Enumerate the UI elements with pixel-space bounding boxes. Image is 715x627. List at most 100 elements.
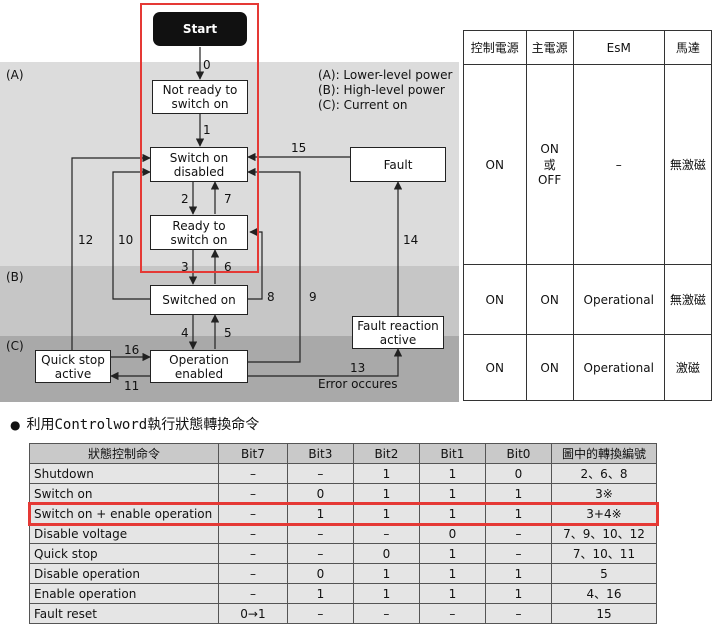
transition-label-7: 7 (224, 192, 232, 206)
table-cell: 無激磁 (663, 264, 713, 335)
table-cell: – (352, 603, 420, 624)
region-c-label: (C) (6, 339, 24, 353)
header-bit0: Bit0 (484, 443, 553, 464)
table-cell: ON (463, 334, 527, 401)
table-cell: 1 (418, 483, 486, 504)
transition-label-9: 9 (309, 290, 317, 304)
table-cell: – (286, 463, 354, 484)
transition-label-16: 16 (124, 343, 140, 357)
table-row: Disable operation – 0 1 1 1 5 (29, 563, 657, 584)
table-cell: – (218, 543, 288, 564)
table-row: Fault reset 0→1 – – – – 15 (29, 603, 657, 624)
header-control-power: 控制電源 (463, 30, 527, 65)
state-ready-to-switch-on: Ready to switch on (150, 215, 248, 250)
table-cell: – (572, 64, 665, 265)
table-cell: 1 (286, 583, 354, 604)
command-cell: Quick stop (29, 543, 219, 564)
table-row: ON ON 或 OFF – 無激磁 (463, 64, 713, 265)
transition-label-0: 0 (203, 58, 211, 72)
transition-label-3: 3 (181, 260, 189, 274)
state-switched-on-label: Switched on (162, 293, 236, 307)
transition-label-2: 2 (181, 192, 189, 206)
table-cell: 5 (551, 563, 657, 584)
header-bit3: Bit3 (286, 443, 354, 464)
table-cell: – (218, 463, 288, 484)
table-cell: 3+4※ (551, 503, 657, 524)
bullet-icon: ● (10, 418, 21, 432)
state-fault-reaction-active-label: Fault reaction active (357, 318, 439, 347)
transition-label-14: 14 (403, 233, 419, 247)
command-cell: Fault reset (29, 603, 219, 624)
table-cell: 1 (352, 563, 420, 584)
legend-item-a: (A): Lower-level power (318, 68, 453, 82)
transition-label-13: 13 (350, 361, 366, 375)
transition-label-4: 4 (181, 326, 189, 340)
table-cell: 15 (551, 603, 657, 624)
state-operation-enabled: Operation enabled (150, 350, 248, 383)
table-cell: Operational (572, 264, 665, 335)
command-cell: Disable voltage (29, 523, 219, 544)
header-main-power: 主電源 (525, 30, 574, 65)
table-row: Shutdown – – 1 1 0 2、6、8 (29, 463, 657, 484)
controlword-command-table: 狀態控制命令 Bit7 Bit3 Bit2 Bit1 Bit0 圖中的轉換編號 … (27, 443, 659, 624)
transition-label-10: 10 (118, 233, 134, 247)
table-cell: Operational (572, 334, 665, 401)
table-cell: ON (525, 334, 574, 401)
table-cell: 7、9、10、12 (551, 523, 657, 544)
arrow-9 (247, 167, 301, 363)
table-cell: – (352, 523, 420, 544)
table-cell: – (484, 603, 553, 624)
table-row: Enable operation – 1 1 1 1 4、16 (29, 583, 657, 604)
table-cell: – (484, 543, 553, 564)
table-cell: 1 (484, 583, 553, 604)
table-cell: – (418, 603, 486, 624)
transition-label-15: 15 (291, 141, 307, 155)
command-cell: Switch on + enable operation (29, 503, 219, 524)
state-fault-label: Fault (383, 157, 413, 172)
table-row: Quick stop – – 0 1 – 7、10、11 (29, 543, 657, 564)
table-cell: 4、16 (551, 583, 657, 604)
transition-label-11: 11 (124, 379, 140, 393)
legend-item-b: (B): High-level power (318, 83, 445, 97)
header-bit7: Bit7 (218, 443, 288, 464)
header-motor: 馬達 (663, 30, 713, 65)
transition-label-6: 6 (224, 260, 232, 274)
table-row: ON ON Operational 激磁 (463, 334, 713, 401)
table-cell: 2、6、8 (551, 463, 657, 484)
table-cell: 0 (352, 543, 420, 564)
command-cell: Switch on (29, 483, 219, 504)
table-row: Switch on – 0 1 1 1 3※ (29, 483, 657, 504)
region-b-label: (B) (6, 270, 24, 284)
table-row: Disable voltage – – – 0 – 7、9、10、12 (29, 523, 657, 544)
state-operation-enabled-label: Operation enabled (169, 352, 229, 381)
arrow-13 (248, 348, 403, 377)
table-cell: – (218, 483, 288, 504)
state-fault-reaction-active: Fault reaction active (352, 316, 444, 349)
table-cell: – (484, 523, 553, 544)
table-cell: 1 (418, 583, 486, 604)
arrow-12 (71, 153, 151, 350)
table-cell: 1 (352, 463, 420, 484)
table-cell: – (286, 543, 354, 564)
header-command: 狀態控制命令 (29, 443, 219, 464)
arrow-8 (248, 227, 263, 300)
table-cell: 0 (286, 563, 354, 584)
region-a-label: (A) (6, 68, 24, 82)
legend: (A): Lower-level power (B): High-level p… (318, 68, 452, 113)
power-state-table: 控制電源 主電源 EsM 馬達 ON ON 或 OFF – 無激磁 ON ON … (463, 30, 713, 401)
table-cell: 0 (484, 463, 553, 484)
table-cell: – (286, 523, 354, 544)
state-start-label: Start (182, 22, 218, 36)
table-cell: 0 (418, 523, 486, 544)
table-cell: 1 (352, 583, 420, 604)
state-switch-on-disabled: Switch on disabled (150, 147, 248, 182)
table-cell: – (218, 503, 288, 524)
table-cell: 7、10、11 (551, 543, 657, 564)
state-ready-to-switch-on-label: Ready to switch on (170, 218, 228, 247)
section-heading-text: 利用Controlword執行狀態轉換命令 (26, 417, 260, 433)
state-quick-stop-active-label: Quick stop active (41, 352, 105, 381)
arrow-10 (112, 167, 151, 300)
table-cell: 3※ (551, 483, 657, 504)
